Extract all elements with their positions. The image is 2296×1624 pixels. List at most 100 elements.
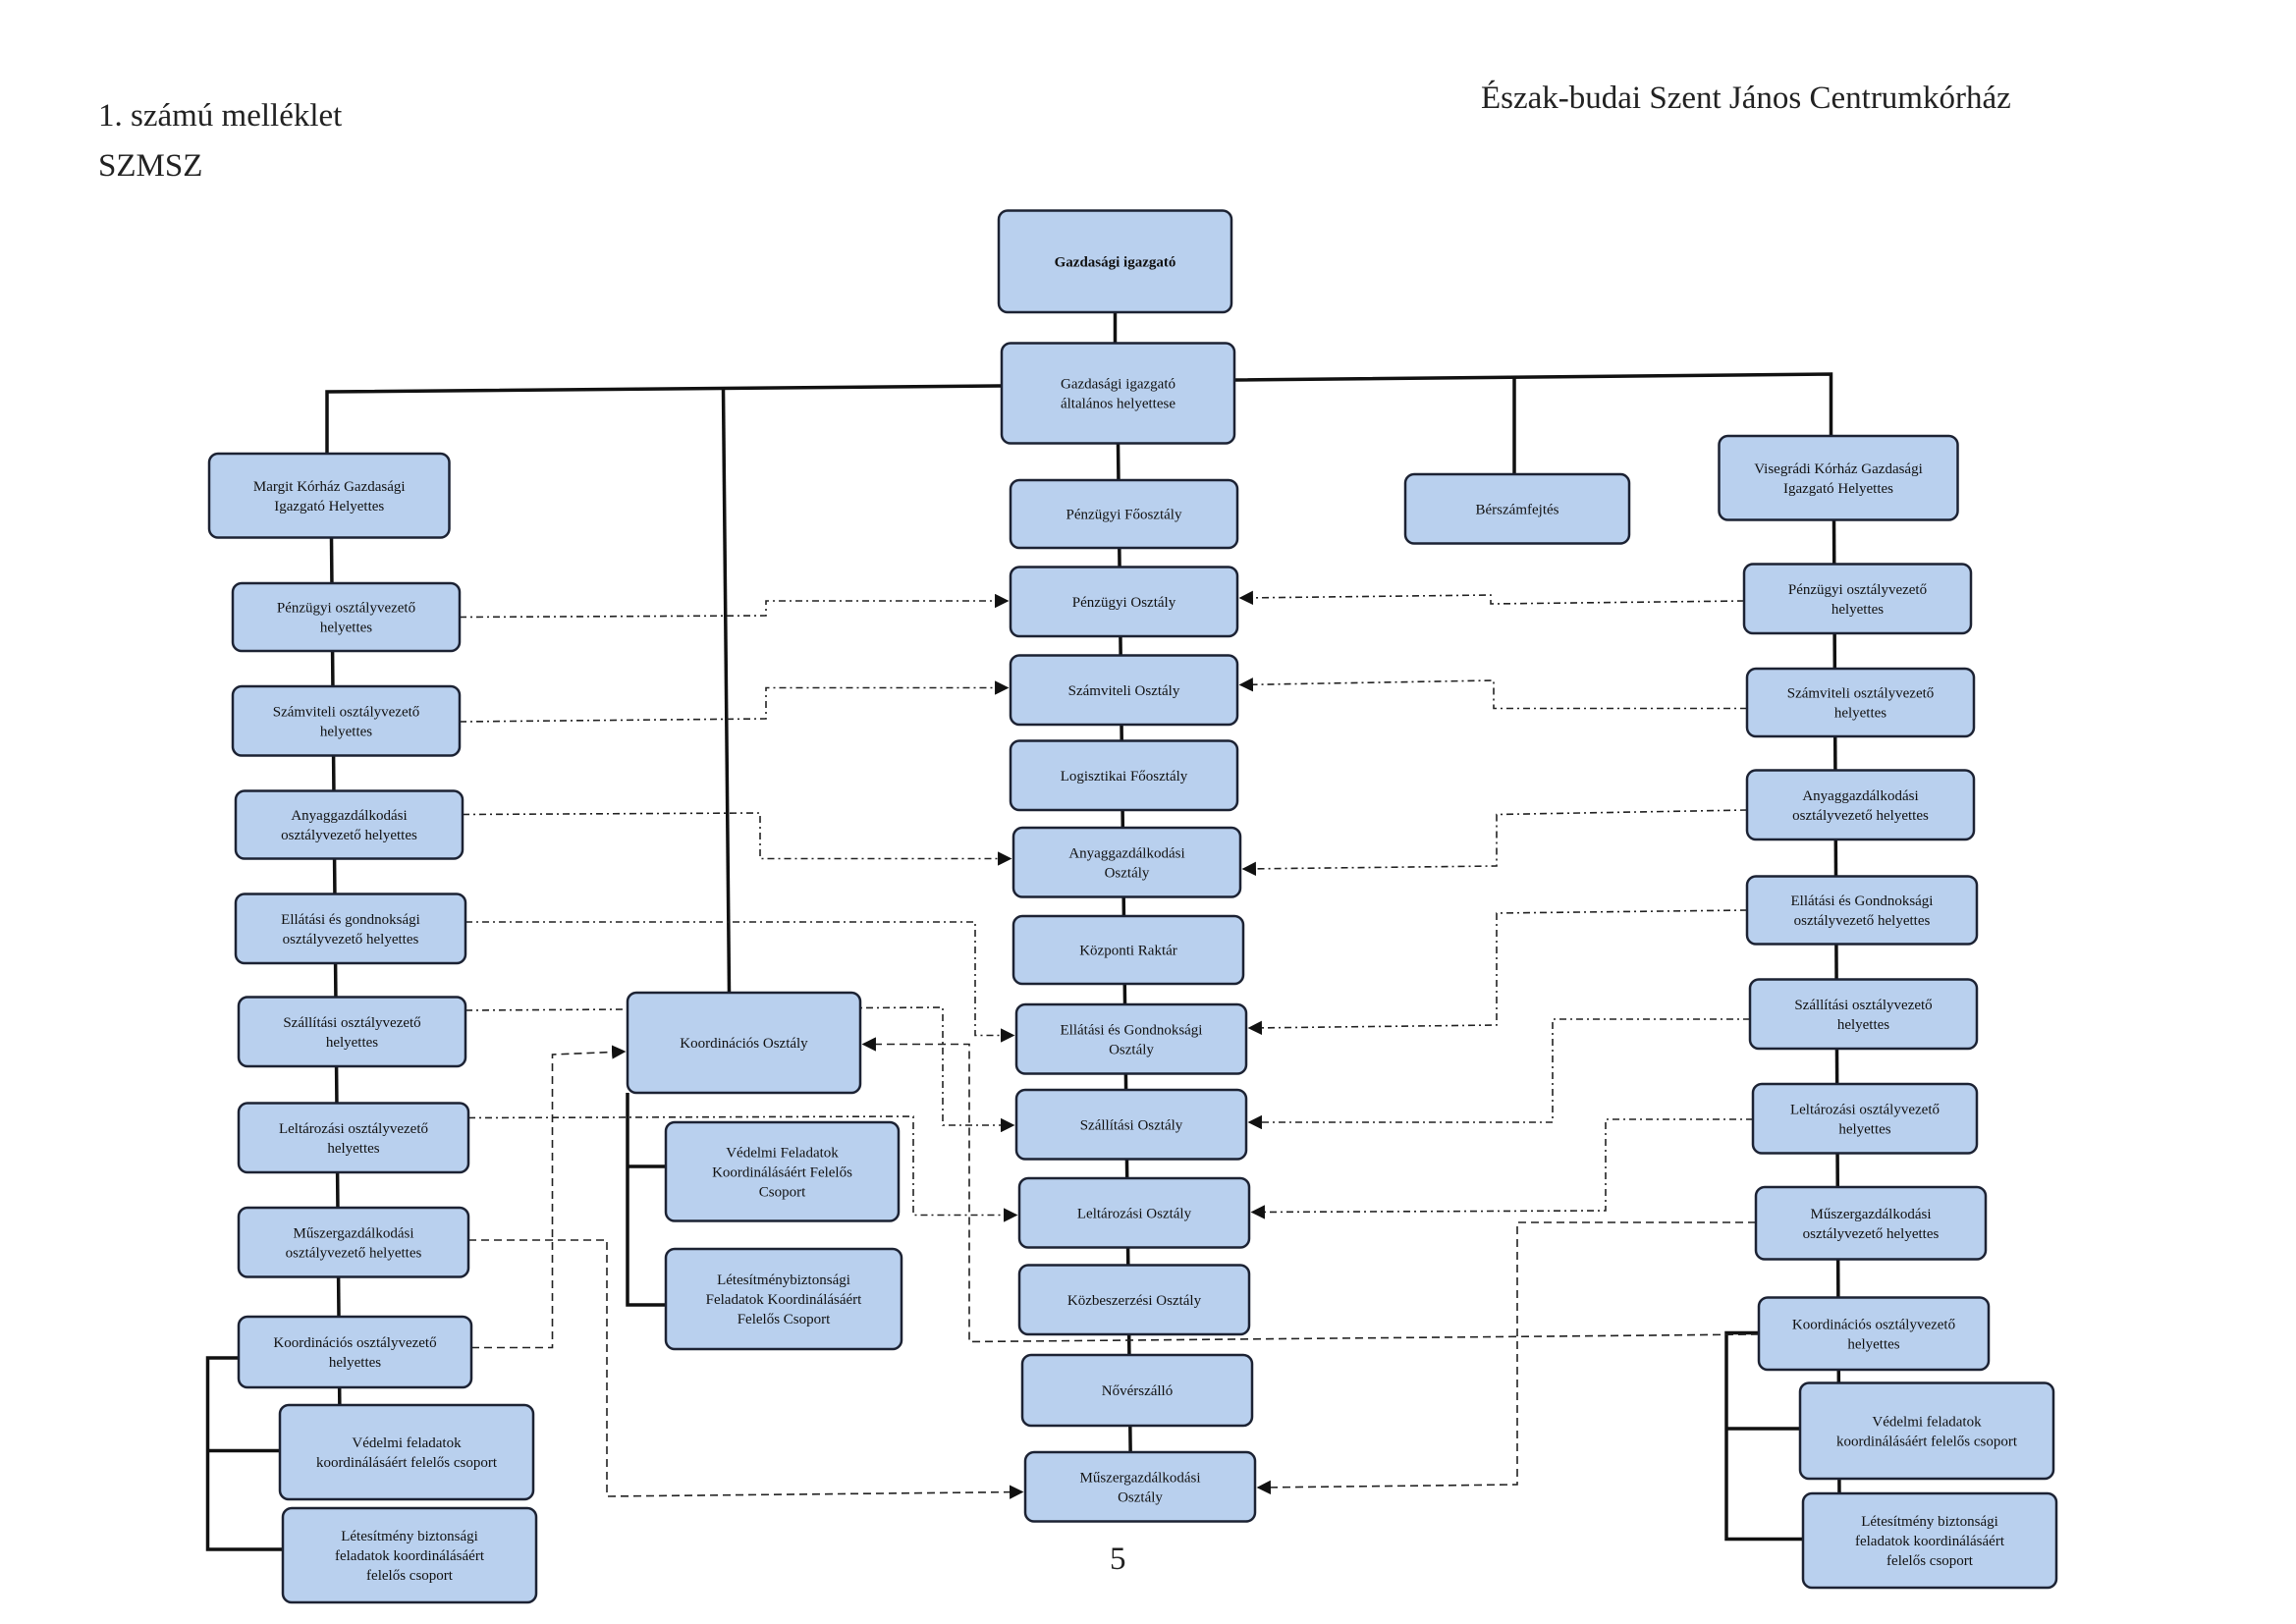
org-box-label: Létesítmény biztonsági — [1861, 1514, 1998, 1530]
org-box-bersz: Bérszámfejtés — [1403, 472, 1631, 545]
org-box-frame — [1742, 563, 1973, 635]
org-box-c1: Pénzügyi Főosztály — [1009, 478, 1239, 550]
org-box-label: Pénzügyi osztályvezető — [277, 601, 415, 617]
org-box-label: Közbeszerzési Osztály — [1067, 1293, 1202, 1309]
org-box-frame — [237, 996, 467, 1068]
org-box-frame — [626, 991, 862, 1095]
org-box-frame — [664, 1247, 903, 1351]
org-box-c3: Számviteli Osztály — [1009, 654, 1239, 727]
org-box-label: Védelmi feladatok — [352, 1435, 462, 1451]
org-box-r3: Anyaggazdálkodási osztályvezető helyettes — [1745, 769, 1976, 841]
org-box-label: Anyaggazdálkodási — [291, 808, 407, 824]
org-box-label: Margit Kórház Gazdasági — [253, 479, 406, 495]
org-box-frame — [1798, 1381, 2055, 1481]
org-box-frame — [1009, 654, 1239, 727]
org-box-frame — [231, 684, 462, 757]
org-box-frame — [1000, 342, 1236, 445]
org-box-c8: Szállítási Osztály — [1014, 1088, 1248, 1161]
link-l3-c5 — [462, 812, 1012, 866]
org-box-label: helyettes — [320, 621, 372, 636]
link-l8-k — [471, 1045, 627, 1349]
org-box-label: Feladatok Koordinálásáért — [706, 1292, 863, 1308]
link-r4-c7 — [1247, 909, 1748, 1036]
org-box-label: osztályvezető helyettes — [283, 932, 419, 947]
org-box-label: Igazgató Helyettes — [1783, 481, 1893, 497]
org-box-frame — [1014, 1088, 1248, 1161]
link-r5-c8 — [1247, 1018, 1750, 1130]
link-l6-c9 — [467, 1115, 1018, 1222]
org-box-label: Védelmi feladatok — [1872, 1414, 1982, 1430]
org-box-label: Védelmi Feladatok — [726, 1145, 839, 1161]
org-box-frame — [1009, 566, 1239, 638]
link-koordinacio-groups — [626, 1093, 666, 1307]
org-box-l1: Pénzügyi osztályvezető helyettes — [231, 581, 462, 653]
org-box-label: osztályvezető helyettes — [1803, 1226, 1940, 1242]
org-box-label: Gazdasági igazgató — [1061, 377, 1175, 393]
org-box-label: helyettes — [1847, 1336, 1899, 1352]
org-box-label: Felelős Csoport — [738, 1312, 831, 1327]
org-box-frame — [1014, 1002, 1248, 1075]
link-l2-c3 — [459, 680, 1010, 723]
org-box-label: helyettes — [326, 1035, 378, 1051]
org-box-frame — [234, 893, 467, 965]
org-box-label: helyettes — [327, 1141, 379, 1157]
org-box-k: Koordinációs Osztály — [626, 991, 862, 1095]
org-box-c10: Közbeszerzési Osztály — [1017, 1264, 1251, 1336]
org-box-frame — [237, 1206, 470, 1278]
org-box-frame — [237, 1315, 473, 1389]
org-box-frame — [1017, 1264, 1251, 1336]
org-box-frame — [1020, 1353, 1254, 1428]
org-box-label: Koordinálásáért Felelős — [712, 1164, 852, 1180]
org-box-label: osztályvezető helyettes — [1794, 913, 1931, 929]
link-r1-c2 — [1238, 590, 1745, 606]
org-box-frame — [278, 1403, 535, 1501]
org-box-c11: Nővérszálló — [1020, 1353, 1254, 1428]
link-r7-c12 — [1256, 1221, 1756, 1495]
org-box-frame — [1009, 739, 1239, 812]
org-box-label: Műszergazdálkodási — [1810, 1207, 1931, 1222]
org-box-frame — [1754, 1185, 1988, 1261]
link-l4-c7 — [465, 921, 1015, 1043]
org-box-frame — [281, 1506, 538, 1604]
link-r8-k — [861, 1037, 1760, 1343]
org-box-label: Osztály — [1105, 865, 1150, 881]
link-gih-margit — [325, 384, 1003, 454]
org-box-label: helyettes — [320, 724, 372, 739]
org-box-label: osztályvezető helyettes — [1792, 808, 1929, 824]
link-left-groups — [205, 1356, 283, 1551]
org-box-label: Koordinációs Osztály — [680, 1036, 808, 1052]
org-box-label: általános helyettese — [1061, 397, 1175, 412]
org-box-frame — [664, 1120, 901, 1222]
org-box-frame — [1011, 826, 1242, 898]
org-box-frame — [1017, 1176, 1251, 1249]
org-box-frame — [1745, 875, 1979, 946]
org-box-c4: Logisztikai Főosztály — [1009, 739, 1239, 812]
org-box-label: Pénzügyi osztályvezető — [1788, 582, 1927, 598]
org-box-label: Szállítási Osztály — [1080, 1117, 1183, 1133]
org-box-frame — [1009, 478, 1239, 550]
org-box-label: felelős csoport — [1886, 1553, 1974, 1569]
org-box-label: Anyaggazdálkodási — [1802, 788, 1918, 804]
org-box-label: Nővérszálló — [1102, 1383, 1173, 1399]
org-box-frame — [1011, 914, 1245, 986]
org-box-gih: Gazdasági igazgató általános helyettese — [1000, 342, 1236, 445]
org-box-label: Ellátási és gondnoksági — [281, 912, 420, 928]
org-box-label: Logisztikai Főosztály — [1061, 769, 1188, 785]
org-box-label: feladatok koordinálásáért — [1855, 1534, 2005, 1549]
org-box-frame — [1748, 978, 1979, 1051]
